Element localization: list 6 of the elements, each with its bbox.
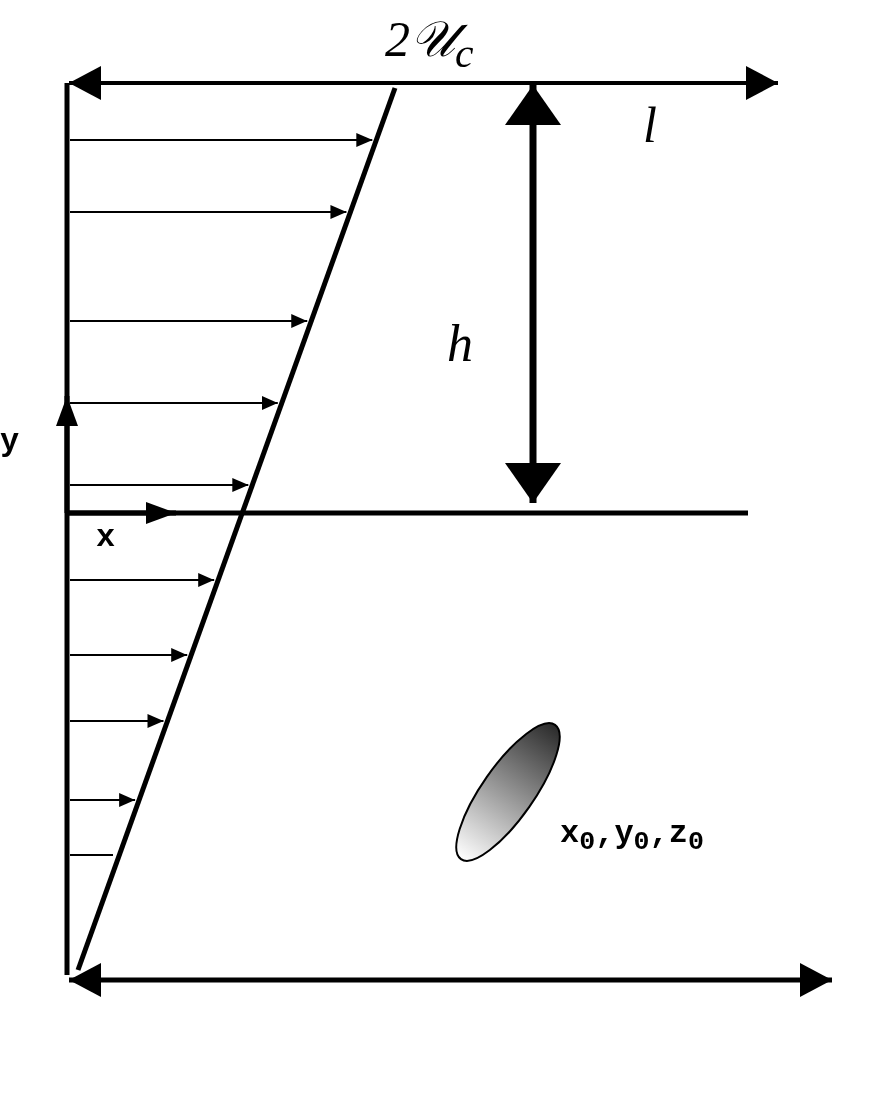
axis-label: x [96,522,116,554]
position-label: x$_{0}$,y$_{0}$,z$_{0}$ [560,818,704,857]
axis-label: y [0,426,20,458]
length-label: l [643,100,657,150]
height-label: h [447,318,473,370]
velocity-label: 2𝒰$_{c}$ [385,14,474,75]
